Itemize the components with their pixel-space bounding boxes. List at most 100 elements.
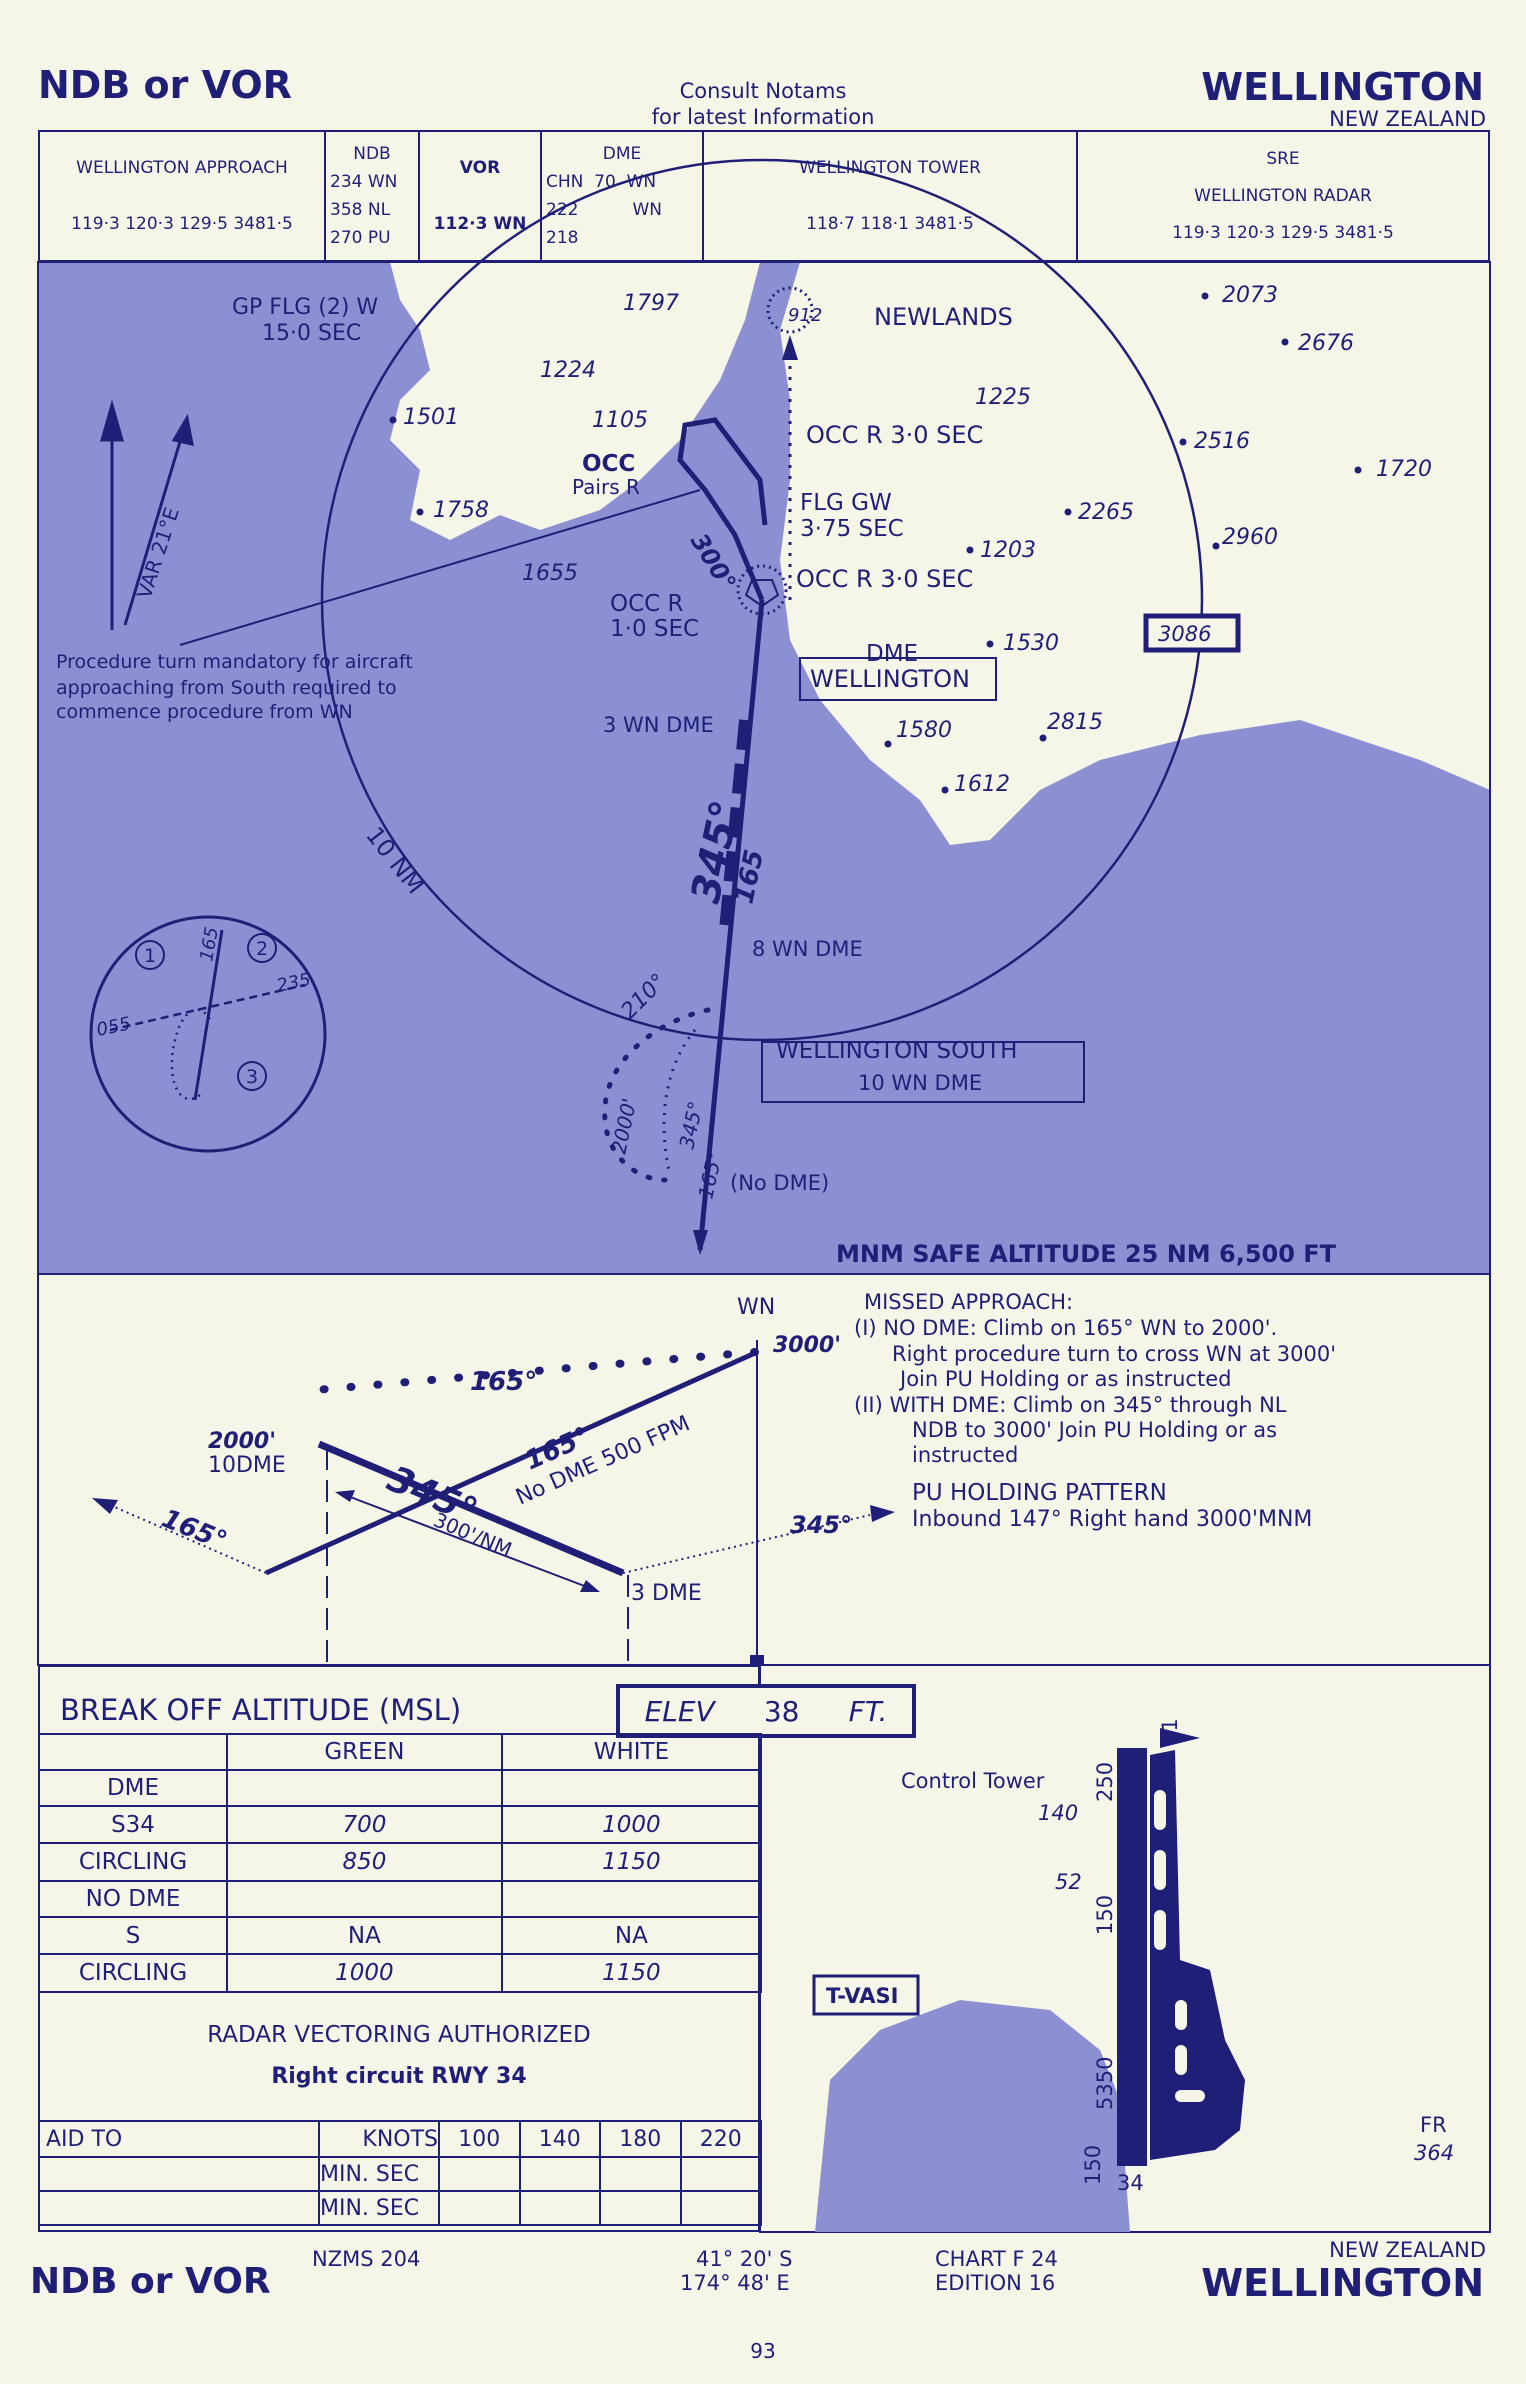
runway-length: 5350 (1093, 2057, 1117, 2110)
elevation: 1501 (403, 405, 459, 430)
procedure-note-line: commence procedure from WN (56, 701, 353, 723)
speed-180: 180 (599, 2120, 682, 2158)
elevation: 1530 (1003, 631, 1059, 656)
plan-view-map: 1797 2073 2676 1224 1225 1501 1105 2516 … (37, 158, 1491, 1275)
distance-150: 150 (1093, 1895, 1117, 1935)
elevation: 2676 (1298, 331, 1354, 356)
row-label: CIRCLING (38, 1953, 228, 1993)
occ-vor-label: OCC R 3·0 SEC (796, 565, 973, 593)
vor-freq: 112·3 WN (433, 214, 527, 234)
elevation: 1580 (896, 718, 952, 743)
knots-label: KNOTS (318, 2120, 440, 2158)
dme-label: DME (602, 144, 642, 164)
ndb-label: NDB (353, 144, 391, 164)
vor-wn-symbol (736, 564, 788, 616)
green-value: 700 (226, 1805, 503, 1844)
tower-cell: WELLINGTON TOWER 118·7 118·1 3481·5 (704, 132, 1078, 260)
row-label: S34 (38, 1805, 228, 1844)
occ-label: OCC (582, 451, 635, 477)
radar-cell: SRE WELLINGTON RADAR 119·3 120·3 129·5 3… (1078, 132, 1488, 260)
edition: EDITION 16 (935, 2271, 1055, 2295)
runway-heading-bottom: 34 (1117, 2171, 1144, 2195)
speed-140: 140 (518, 2120, 601, 2158)
heading-165-top: 165° (470, 1367, 537, 1397)
occ-r-sec: 1·0 SEC (610, 616, 699, 642)
elevation: 1225 (975, 385, 1031, 410)
fr-label: FR (1420, 2113, 1447, 2137)
notam-line1: Consult Notams (680, 79, 847, 103)
dme-218: 218 (546, 228, 579, 248)
white-value: 1150 (500, 1842, 763, 1882)
radar-note: RADAR VECTORING AUTHORIZED (207, 2022, 591, 2048)
white-value: NA (500, 1916, 763, 1955)
gp-flg-label: GP FLG (2) W (232, 295, 378, 320)
elevation: 2516 (1194, 429, 1250, 454)
wn-fix-label: WN (737, 1295, 775, 1320)
dme-label: DME (866, 641, 918, 667)
radar-freqs: 119·3 120·3 129·5 3481·5 (1172, 223, 1394, 244)
control-tower-label: Control Tower (901, 1769, 1045, 1793)
aid-to-label: AID TO (38, 2120, 320, 2158)
elev-unit: FT. (848, 1694, 888, 1728)
circuit-note: Right circuit RWY 34 (271, 2064, 527, 2089)
wn-altitude: 3000' (773, 1333, 841, 1358)
land-area (815, 2000, 1130, 2232)
three-dme-label: 3 DME (631, 1581, 702, 1606)
no-dme-label: (No DME) (730, 1171, 829, 1195)
procedure-note-line: approaching from South required to (56, 677, 397, 699)
vor-cell: VOR 112·3 WN (420, 132, 542, 260)
missed-approach-line: (II) WITH DME: Climb on 345° through NL (854, 1393, 1287, 1417)
white-value: 1000 (500, 1805, 763, 1844)
minimum-safe-altitude: MNM SAFE ALTITUDE 25 NM 6,500 FT (836, 1240, 1337, 1268)
sector-label: 1 (144, 945, 156, 967)
holding-title: PU HOLDING PATTERN (912, 1480, 1167, 1506)
column-white: WHITE (500, 1733, 763, 1771)
pairs-r-label: Pairs R (572, 475, 640, 499)
airport-diagram: Control Tower 140 52 T-VASI FR 364 91 25… (759, 1664, 1491, 2233)
occ-r-label: OCC R (610, 591, 684, 617)
turn-altitude: 2000' (208, 1429, 276, 1454)
heading-345-right: 345° (790, 1511, 852, 1539)
dme-chn: CHN 70 WN (546, 172, 657, 192)
longitude: 174° 48' E (680, 2271, 790, 2295)
three-dme-fix: 3 WN DME (603, 713, 714, 737)
map-reference: NZMS 204 (312, 2247, 420, 2271)
land-west (390, 262, 760, 540)
holding-sector-diagram: 1 2 3 165 235 055 (89, 915, 327, 1153)
frequency-header: WELLINGTON APPROACH 119·3 120·3 129·5 34… (38, 130, 1490, 262)
green-value: 1000 (226, 1953, 503, 1993)
tower-elevation: 140 (1038, 1801, 1078, 1825)
missed-approach-line: NDB to 3000' Join PU Holding or as (912, 1418, 1277, 1442)
elevation: 1224 (540, 358, 596, 383)
elevation: 2960 (1222, 525, 1278, 550)
ndb-wn: 234 WN (330, 172, 398, 192)
newlands-elev: 912 (788, 305, 822, 326)
ten-dme-label: 10DME (208, 1453, 286, 1478)
dme-cell: DME CHN 70 WN 222 WN 218 (542, 132, 704, 260)
runway-16-34 (1117, 1748, 1147, 2166)
elevation: 1720 (1376, 457, 1432, 482)
distance-250: 250 (1093, 1762, 1117, 1802)
land-islet (1430, 560, 1490, 660)
page-number: 93 (750, 2339, 775, 2363)
elevation: 2815 (1047, 710, 1103, 735)
elevation: 2073 (1222, 283, 1278, 308)
missed-approach-line: Join PU Holding or as instructed (898, 1367, 1231, 1391)
footer-country: NEW ZEALAND (1329, 2238, 1486, 2262)
row-label: S (38, 1916, 228, 1955)
approach-freqs: 119·3 120·3 129·5 3481·5 (71, 214, 293, 234)
min-sec-label: MIN. SEC (318, 2190, 440, 2226)
elevation: 1758 (433, 498, 489, 523)
fr-elevation: 364 (1414, 2141, 1454, 2165)
gp-flg-sec: 15·0 SEC (262, 321, 361, 346)
table-row: DME (38, 1769, 763, 1807)
sector-label: 3 (246, 1066, 258, 1088)
missed-approach-line: instructed (912, 1443, 1018, 1467)
sector-label: 2 (256, 938, 268, 960)
tower-freqs: 118·7 118·1 3481·5 (806, 214, 974, 234)
footer-title-left: NDB or VOR (30, 2261, 271, 2302)
